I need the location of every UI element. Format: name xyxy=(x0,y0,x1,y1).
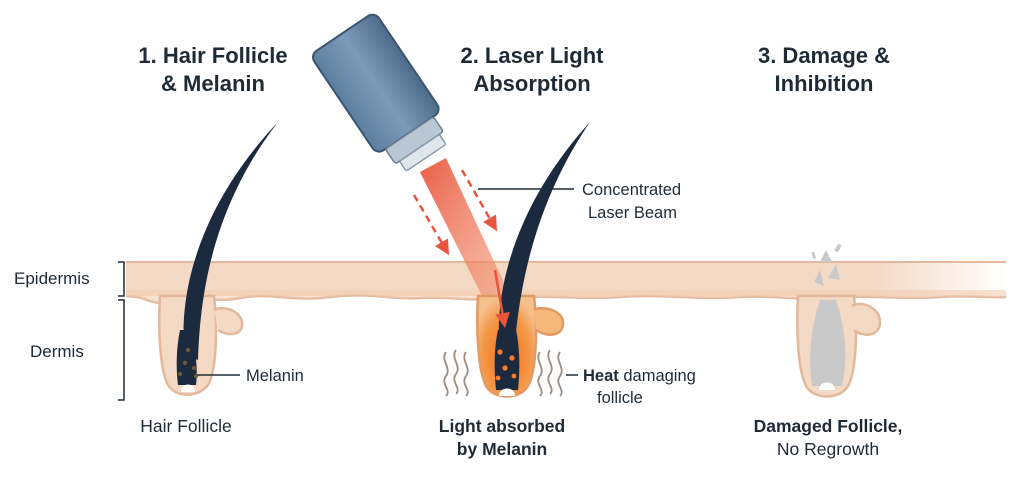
epidermis-bracket xyxy=(118,261,125,297)
damaged-caption-line2: No Regrowth xyxy=(777,439,879,459)
beam-callout-line1: Concentrated xyxy=(582,181,681,199)
step-3-title-line1: 3. Damage & xyxy=(758,43,890,68)
hair-strand-1 xyxy=(183,122,278,360)
hair-follicle-caption: Hair Follicle xyxy=(140,416,231,436)
broken-hair-fragments-icon xyxy=(811,243,842,286)
step-2-title-line1: 2. Laser Light xyxy=(460,43,604,68)
heat-callout-bold: Heat xyxy=(583,367,619,385)
hair-follicle-1 xyxy=(158,122,278,396)
dermis-bracket xyxy=(118,299,125,401)
damaged-caption-line1: Damaged Follicle, xyxy=(754,416,903,436)
heat-callout-line2: follicle xyxy=(597,389,643,407)
step-1-title-line2: & Melanin xyxy=(161,71,265,96)
damaged-follicle xyxy=(796,294,882,398)
heat-callout-line1: Heat damaging xyxy=(583,367,696,385)
heat-waves-left-icon xyxy=(443,349,469,397)
epidermis-label: Epidermis xyxy=(14,269,90,288)
beam-callout-line2: Laser Beam xyxy=(588,204,677,222)
step-3-title-line2: Inhibition xyxy=(775,71,874,96)
step-1-title-line1: 1. Hair Follicle xyxy=(138,43,287,68)
melanin-callout: Melanin xyxy=(246,367,304,385)
step-2-title-line2: Absorption xyxy=(473,71,590,96)
absorbed-caption-line1: Light absorbed xyxy=(439,416,565,436)
laser-beam xyxy=(412,158,512,312)
skin-layer xyxy=(125,261,1007,304)
heat-callout-rest: damaging xyxy=(619,367,696,385)
absorbed-caption-line2: by Melanin xyxy=(457,439,547,459)
hair-follicle-2 xyxy=(476,122,590,398)
heat-waves-right-icon xyxy=(537,349,563,397)
dermis-label: Dermis xyxy=(30,342,84,361)
laser-device-icon xyxy=(312,13,446,172)
hair-strand-2 xyxy=(498,122,590,355)
